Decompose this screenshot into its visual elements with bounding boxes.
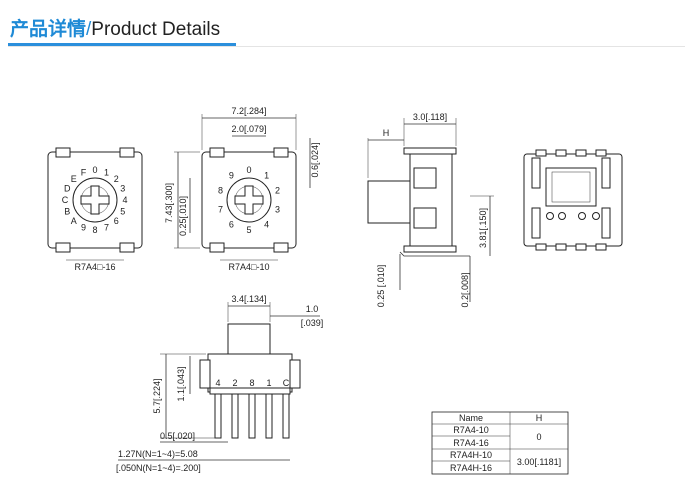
dial-digit: 4 — [122, 195, 127, 205]
header-divider — [8, 46, 685, 47]
dial-digit: 8 — [92, 225, 97, 235]
dial-digit: 0 — [246, 165, 251, 175]
pin — [231, 393, 239, 439]
side-view: H 3.0[.118] 3.81[.150] 0.25 [.010] 0.2[.… — [367, 112, 494, 308]
pin — [282, 393, 290, 439]
dial-digit: 4 — [264, 219, 269, 229]
view-label-10: R7A4□-10 — [229, 262, 270, 272]
dial-digit: B — [64, 207, 70, 217]
dim-bottom-right: 0.2[.008] — [460, 272, 470, 307]
pin-label: 8 — [249, 378, 254, 388]
pin-label: 4 — [215, 378, 220, 388]
dial-digit: 1 — [264, 171, 269, 181]
cross-slot-16 — [80, 185, 110, 215]
dial-digit: 6 — [114, 216, 119, 226]
dial-digit: 7 — [104, 223, 109, 233]
dim-offset-left: 0.25[.010] — [178, 196, 188, 236]
view-label-16: R7A4□-16 — [75, 262, 116, 272]
dial-digit: 0 — [92, 165, 97, 175]
pin-group: 4 2 8 1 C — [214, 378, 290, 439]
dial-digit: C — [62, 195, 69, 205]
table-row-name: R7A4H-16 — [450, 463, 492, 473]
table-header-name: Name — [459, 413, 483, 423]
dial-digit: 5 — [120, 207, 125, 217]
dial-digit: F — [81, 167, 87, 177]
table-row-name: R7A4H-10 — [450, 450, 492, 460]
dial-digits-10: 0 12 34 5 67 89 — [218, 165, 280, 235]
dial-digit: 9 — [229, 171, 234, 181]
page-header: 产品详情/Product Details — [0, 0, 693, 58]
spec-table: Name H R7A4-10 R7A4-16 R7A4H-10 R7A4H-16… — [431, 411, 569, 475]
cross-slot-10 — [234, 185, 264, 215]
dial-digit: 9 — [81, 223, 86, 233]
dim-pitch: 2.0[.079] — [231, 124, 266, 134]
pin — [265, 393, 273, 439]
dial-digit: 3 — [275, 204, 280, 214]
dim-lower-right-bottom: [.039] — [301, 318, 324, 328]
dim-bottom-left: 0.25 [.010] — [376, 265, 386, 308]
dial-digit: A — [71, 216, 77, 226]
dim-lower-right-top: 1.0 — [306, 304, 319, 314]
table-h-value: 0 — [536, 432, 541, 442]
pin — [214, 393, 222, 439]
title-separator: / — [86, 19, 92, 40]
dial-digit: 1 — [104, 167, 109, 177]
rear-view — [523, 149, 623, 251]
pin-label: 1 — [266, 378, 271, 388]
dial-digit: 5 — [246, 225, 251, 235]
dim-pitch-mm: 1.27N(N=1~4)=5.08 — [118, 449, 198, 459]
pin-label: 2 — [232, 378, 237, 388]
dial-digit: 6 — [229, 219, 234, 229]
pin-label: C — [283, 378, 290, 388]
dial-digit: D — [64, 184, 71, 194]
lower-view: 4 2 8 1 C 3.4[.134] 1.0 [.039] 5.7[.224] 1.1… — [116, 294, 323, 473]
dim-h: H — [383, 128, 390, 138]
table-header-h: H — [536, 413, 543, 423]
dim-lower-inner: 1.1[.043] — [176, 366, 186, 401]
dim-side-height: 3.81[.150] — [478, 208, 488, 248]
side-shaft — [367, 180, 411, 224]
dim-lower-width: 3.4[.134] — [231, 294, 266, 304]
title-chinese: 产品详情 — [10, 19, 87, 40]
dial-digit: 2 — [114, 174, 119, 184]
table-row-name: R7A4-16 — [453, 438, 489, 448]
dial-digit: 2 — [275, 186, 280, 196]
dim-height: 7.43[.300] — [164, 183, 174, 223]
dim-lower-height: 5.7[.224] — [152, 378, 162, 413]
dim-width: 7.2[.284] — [231, 106, 266, 116]
dim-depth: 3.0[.118] — [413, 112, 447, 122]
title-english: Product Details — [91, 19, 221, 40]
title-underline — [8, 43, 236, 46]
dim-offset-right: 0.6[.024] — [310, 142, 320, 177]
dial-digit: 8 — [218, 186, 223, 196]
table-row-name: R7A4-10 — [453, 425, 489, 435]
dial-digit: 7 — [218, 204, 223, 214]
dial-digit: E — [71, 174, 77, 184]
page-title: 产品详情/Product Details — [10, 14, 220, 41]
table-h-value: 3.00[.1181] — [517, 457, 561, 467]
dim-pitch-in: [.050N(N=1~4)=.200] — [116, 463, 201, 473]
dial-digit: 3 — [120, 184, 125, 194]
dim-pin-width: 0.5[.020] — [160, 431, 195, 441]
pin — [248, 393, 256, 439]
